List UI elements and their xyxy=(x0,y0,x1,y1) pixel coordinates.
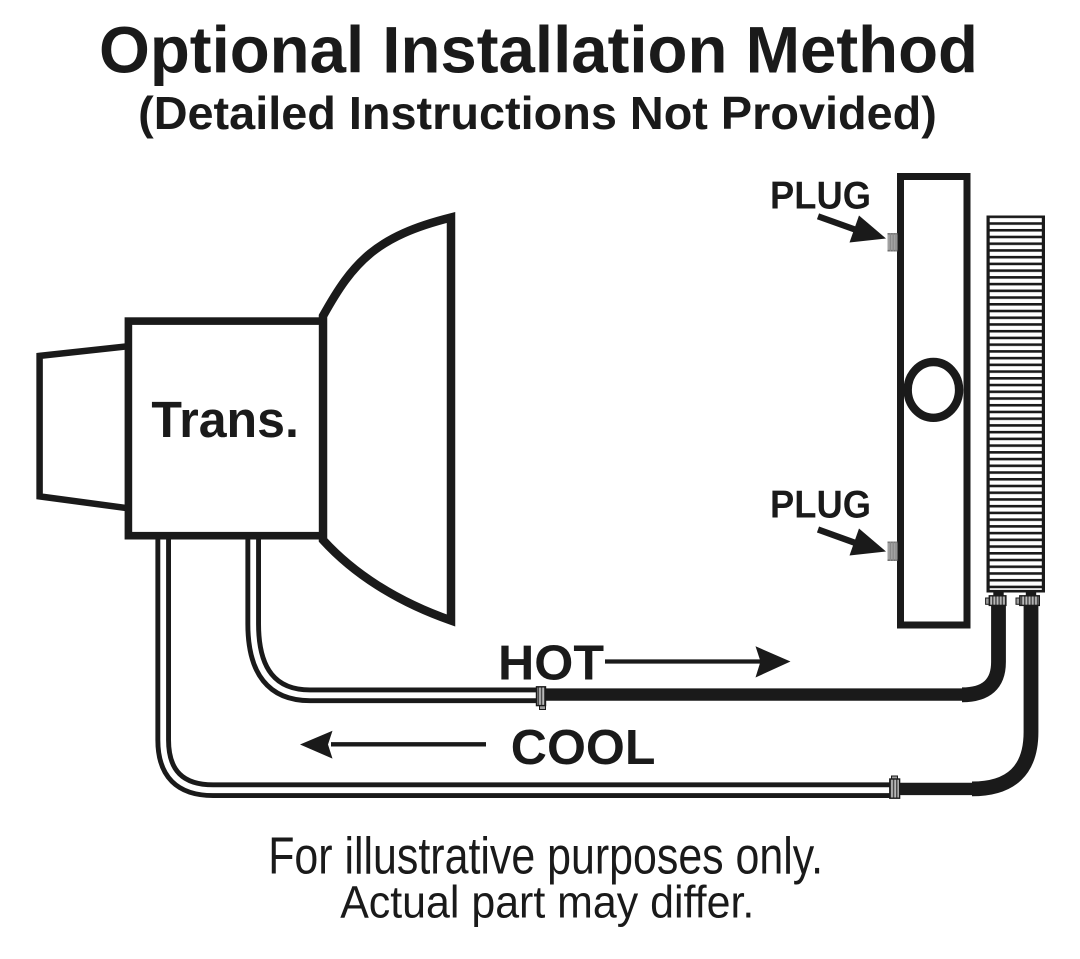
svg-text:Actual part may differ.: Actual part may differ. xyxy=(340,877,754,928)
svg-text:Optional Installation Method: Optional Installation Method xyxy=(99,13,978,87)
svg-text:COOL: COOL xyxy=(511,721,656,775)
svg-text:HOT: HOT xyxy=(498,637,604,691)
svg-text:Trans.: Trans. xyxy=(151,391,299,448)
svg-text:For illustrative purposes only: For illustrative purposes only. xyxy=(268,828,823,886)
svg-text:PLUG: PLUG xyxy=(770,174,871,217)
svg-text:PLUG: PLUG xyxy=(770,484,871,527)
svg-text:(Detailed Instructions Not Pro: (Detailed Instructions Not Provided) xyxy=(138,87,937,139)
